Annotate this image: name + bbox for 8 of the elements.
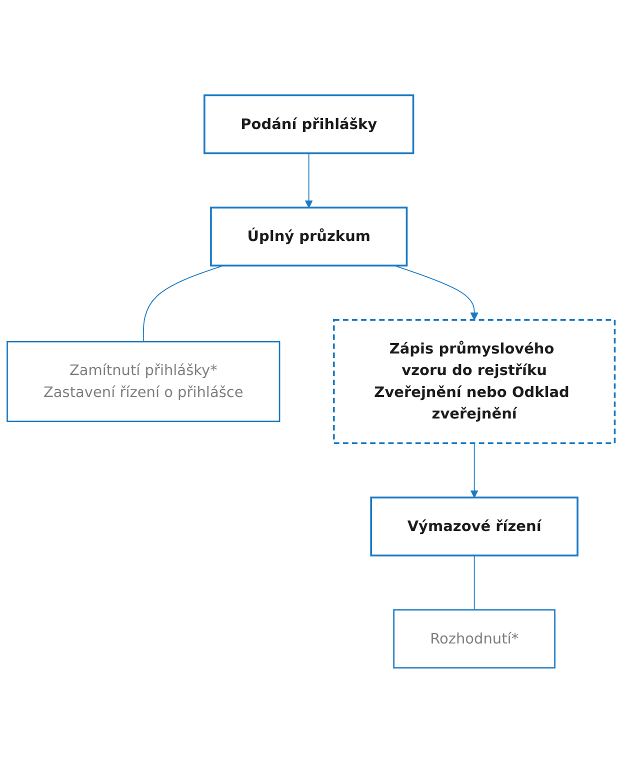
node-box: Podání přihlášky bbox=[204, 94, 414, 154]
connector bbox=[474, 554, 475, 610]
node-box: Zápis průmyslového vzoru do rejstříku Zveřejnění nebo Odklad zveřejnění bbox=[332, 318, 616, 444]
node-box: Zamítnutí přihlášky* Zastavení řízení o přihlášce bbox=[6, 340, 280, 422]
arrow bbox=[470, 442, 478, 498]
node-box: Úplný průzkum bbox=[210, 206, 408, 266]
arrow bbox=[304, 152, 313, 208]
node-box: Rozhodnutí* bbox=[393, 609, 556, 668]
